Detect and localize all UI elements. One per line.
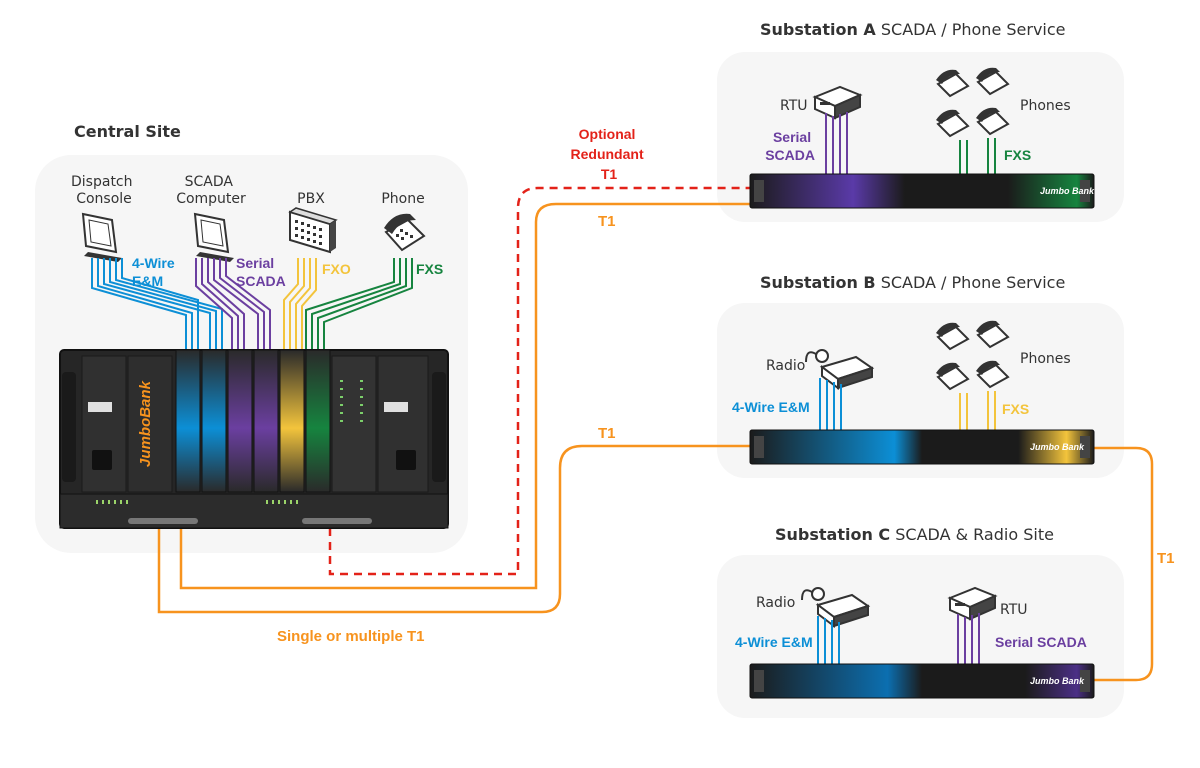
jumbobank-chassis: JumboBank: [59, 349, 449, 529]
em-label: 4-Wire E&M: [732, 399, 810, 415]
rtu-icon: [812, 85, 863, 120]
t1-label-a: T1: [598, 213, 616, 230]
em-signal-label: 4-Wire E&M: [132, 255, 179, 289]
phone-icon: [384, 213, 426, 252]
fxs-wires: [959, 138, 996, 174]
phones-icon: [936, 320, 1010, 391]
em-wires: [817, 616, 840, 664]
phone-label: Phone: [381, 191, 424, 207]
fxo-wires: [283, 258, 317, 350]
serial-scada-wires: [825, 112, 848, 174]
channel-bank-device: Jumbo Bank: [749, 663, 1095, 699]
fxs-wires: [959, 391, 996, 430]
substation-b-title: Substation B SCADA / Phone Service: [760, 273, 1065, 292]
channel-bank-device: Jumbo Bank: [749, 429, 1095, 465]
rtu-icon: [947, 586, 998, 621]
dispatch-console-label: Dispatch Console: [71, 174, 137, 207]
phones-label: Phones: [1020, 98, 1071, 114]
fxo-signal-label: FXO: [322, 261, 351, 277]
radio-icon: [805, 349, 875, 390]
serial-scada-wires: [957, 613, 980, 664]
pbx-label: PBX: [297, 191, 325, 207]
channel-bank-device: Jumbo Bank: [749, 173, 1095, 209]
serial-scada-label: Serial SCADA: [995, 634, 1087, 650]
t1-line-substation-c: [1094, 446, 1154, 682]
scada-wires: [195, 258, 271, 350]
jumbobank-logo-text: JumboBank: [137, 380, 154, 467]
fxs-wires: [305, 258, 413, 350]
substation-c-title: Substation C SCADA & Radio Site: [775, 525, 1054, 544]
radio-label: Radio: [756, 595, 795, 611]
radio-icon: [801, 587, 871, 628]
central-site-title: Central Site: [74, 122, 181, 141]
single-multiple-t1-label: Single or multiple T1: [277, 628, 425, 645]
substation-a-title: Substation A SCADA / Phone Service: [760, 20, 1066, 39]
phones-icon: [936, 67, 1010, 138]
t1-label-c: T1: [1157, 550, 1175, 567]
t1-links: [157, 186, 1154, 682]
monitor-icon: [193, 212, 234, 262]
monitor-icon: [81, 212, 122, 262]
rtu-label: RTU: [1000, 602, 1028, 618]
device-brand-text: Jumbo Bank: [1030, 676, 1085, 686]
pbx-icon: [288, 207, 338, 254]
optional-redundant-t1-label: Optional Redundant T1: [571, 126, 648, 182]
fxs-label: FXS: [1004, 147, 1031, 163]
radio-label: Radio: [766, 358, 805, 374]
redundant-t1-line: [328, 186, 752, 576]
serial-scada-label: Serial SCADA: [765, 129, 815, 163]
t1-line-substation-a: [179, 202, 752, 590]
scada-computer-label: SCADA Computer: [176, 174, 246, 207]
fxs-label: FXS: [1002, 401, 1029, 417]
device-brand-text: Jumbo Bank: [1030, 442, 1085, 452]
phones-label: Phones: [1020, 351, 1071, 367]
em-label: 4-Wire E&M: [735, 634, 813, 650]
rtu-label: RTU: [780, 98, 808, 114]
fxs-signal-label: FXS: [416, 261, 443, 277]
t1-label-b: T1: [598, 425, 616, 442]
t1-line-substation-b: [157, 444, 752, 614]
serial-scada-signal-label: Serial SCADA: [236, 255, 286, 289]
device-brand-text: Jumbo Bank: [1040, 186, 1095, 196]
em-wires: [91, 258, 223, 350]
em-wires: [819, 378, 842, 430]
